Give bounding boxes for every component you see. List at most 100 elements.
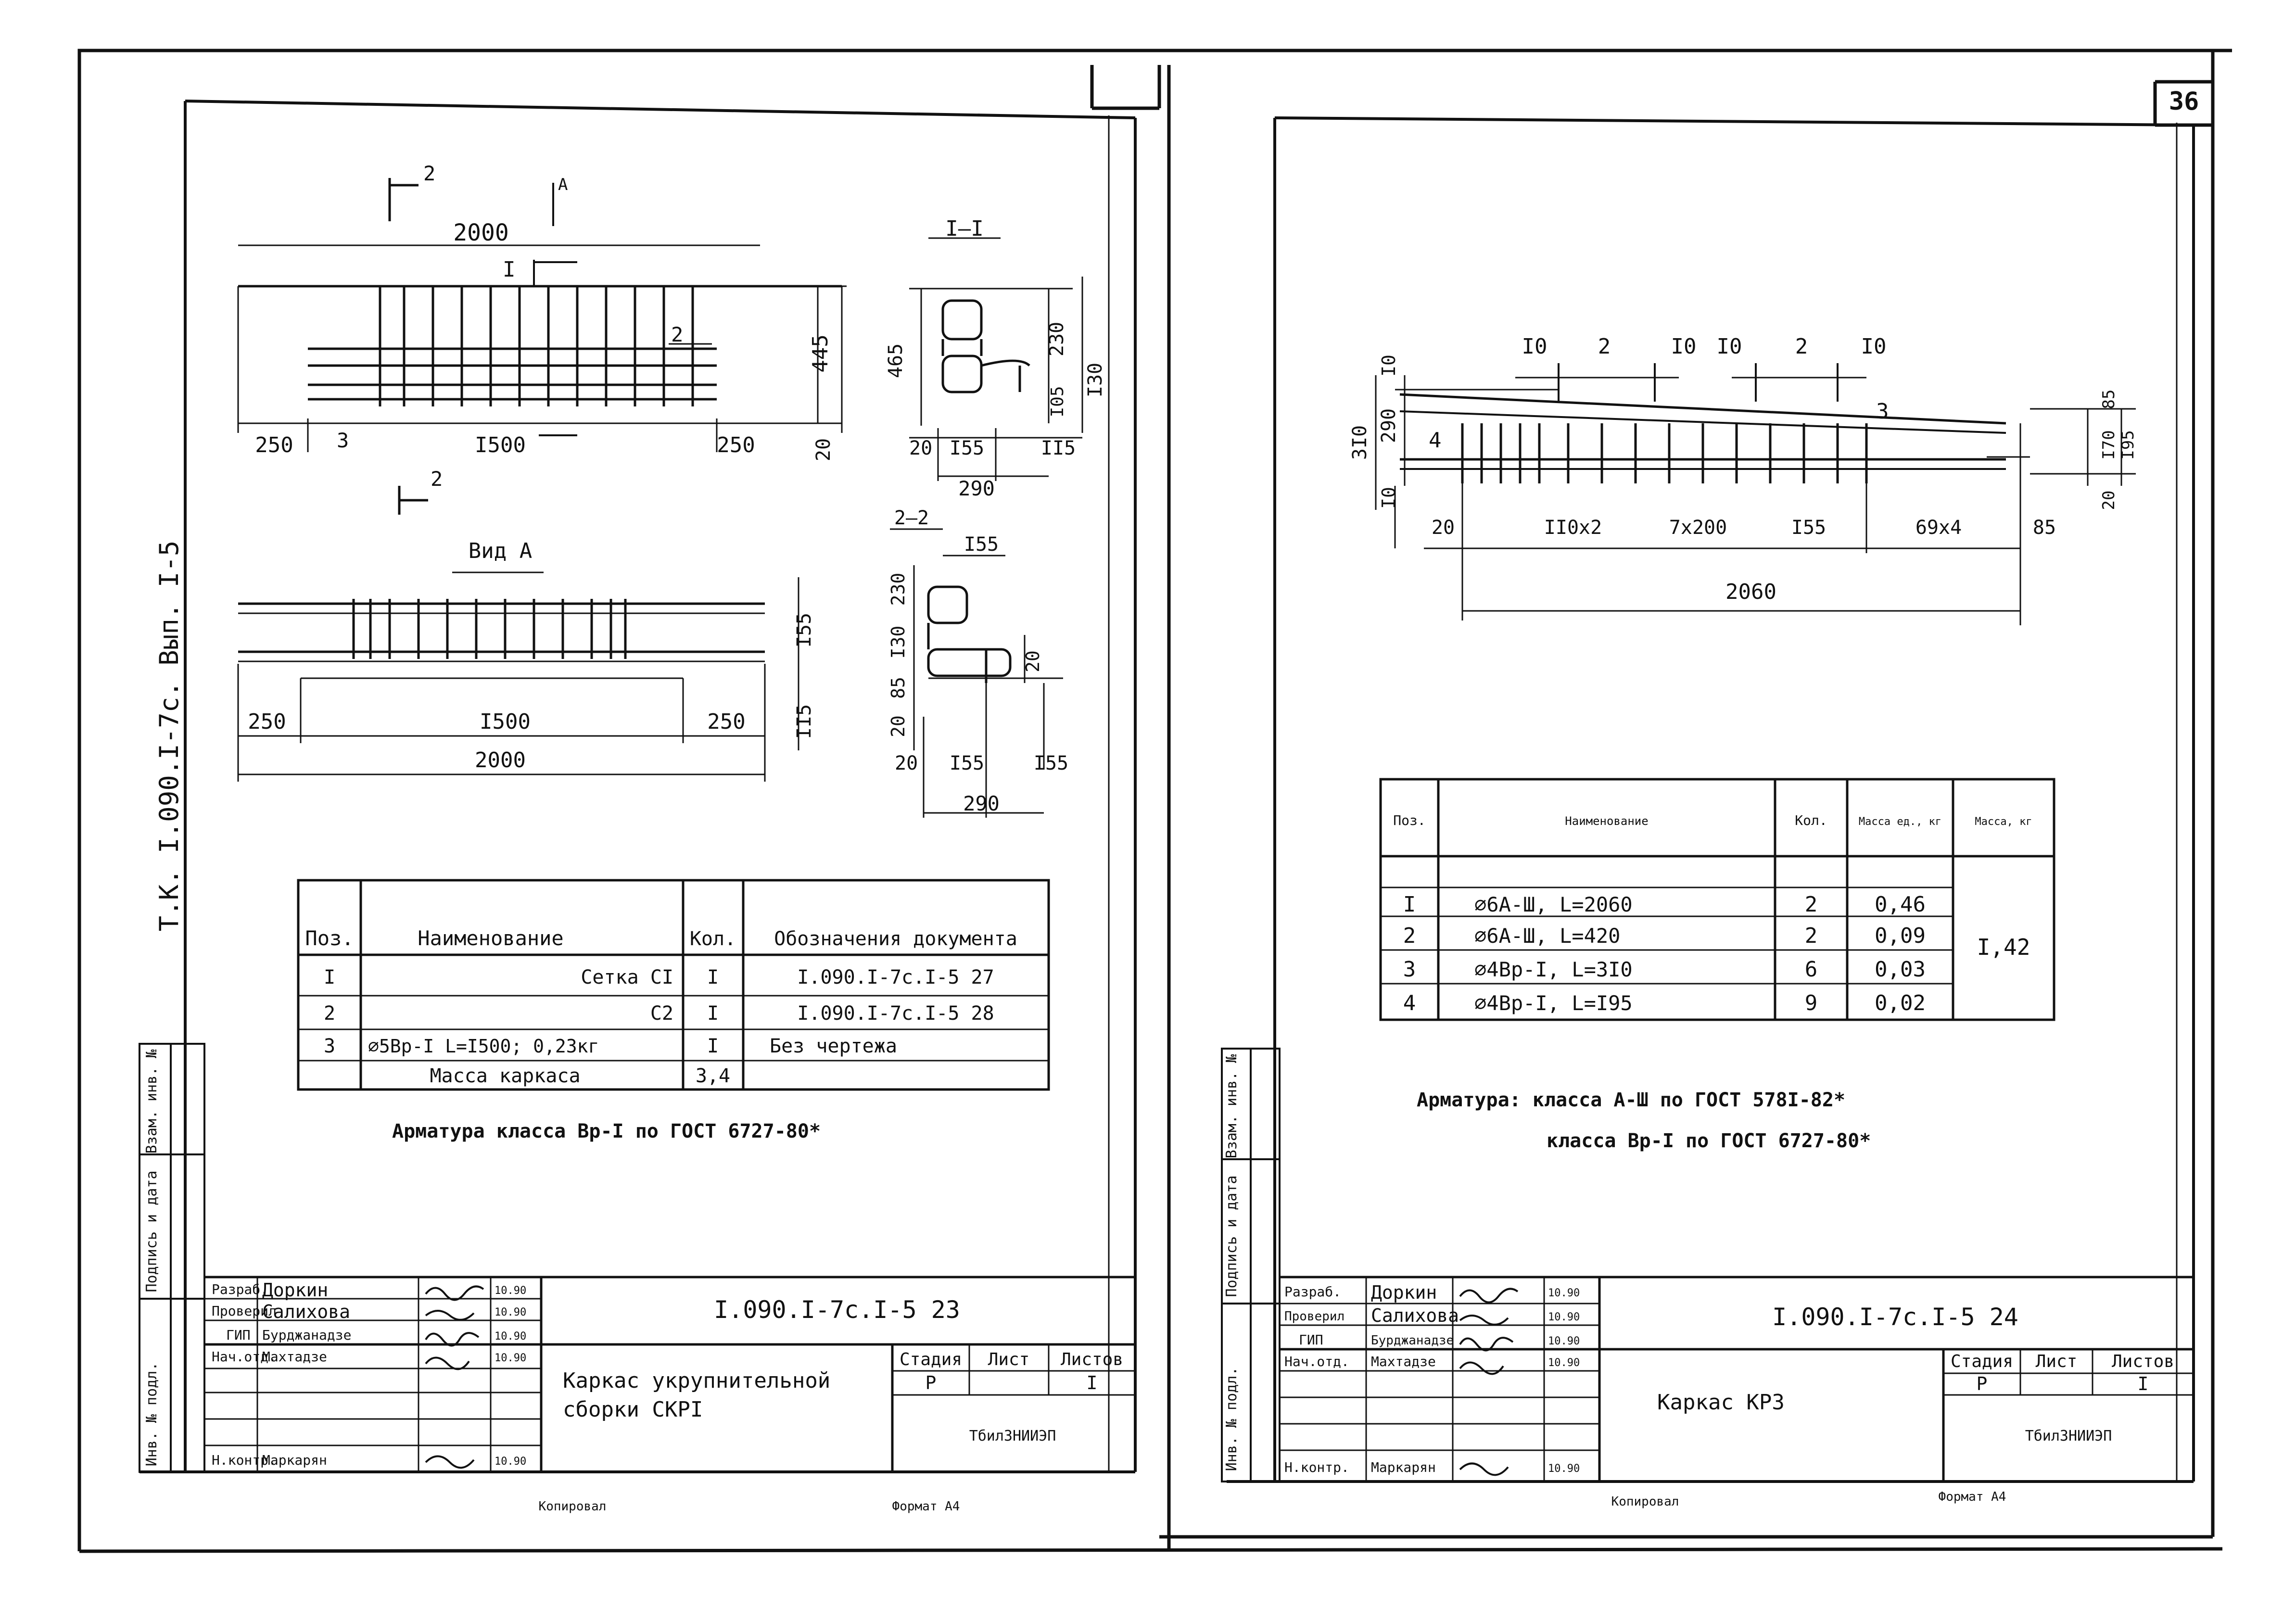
table-row: 4 ⌀4Вр-I, L=I95 9 0,02	[1403, 991, 1926, 1015]
dim-1500: I500	[475, 433, 526, 457]
spec-r-h-qty: Кол.	[1795, 812, 1827, 828]
svg-text:I.090.I-7с.I-5 28: I.090.I-7с.I-5 28	[797, 1002, 994, 1025]
spec-l-h-name: Наименование	[418, 926, 563, 950]
title-line2-left: сборки СКРI	[563, 1397, 703, 1422]
svg-text:6: 6	[1805, 957, 1818, 982]
s22-230: 230	[888, 573, 909, 606]
section-1-1	[909, 237, 1083, 481]
spec-table-right	[1379, 778, 2055, 1021]
signatures-left	[425, 1285, 484, 1469]
svg-text:2: 2	[1805, 892, 1818, 917]
table-row: I Сетка CI I I.090.I-7с.I-5 27	[324, 966, 994, 988]
kr3-r85: 85	[2099, 390, 2118, 409]
svg-text:Махтадзе: Махтадзе	[1371, 1354, 1436, 1369]
side-label-zam-r: Взам. инв. №	[1223, 1054, 1240, 1159]
total-mass: I,42	[1977, 934, 2030, 960]
svg-text:10.90: 10.90	[495, 1306, 526, 1318]
svg-text:ГИП: ГИП	[1299, 1332, 1323, 1348]
dim-250-a: 250	[255, 433, 293, 457]
table-row: 3 ⌀5Вр-I L=I500; 0,23кг I Без чертежа	[324, 1035, 897, 1057]
svg-text:9: 9	[1805, 991, 1818, 1015]
svg-text:10.90: 10.90	[1548, 1357, 1580, 1369]
s11-115: II5	[1041, 437, 1076, 459]
svg-text:10.90: 10.90	[1548, 1335, 1580, 1347]
org-right: ТбилЗНИИЭП	[2025, 1428, 2112, 1444]
spec-l-h-doc: Обозначения документа	[774, 928, 1017, 950]
svg-text:10.90: 10.90	[495, 1456, 526, 1468]
svg-text:Салихова: Салихова	[262, 1301, 350, 1322]
svg-text:4: 4	[1403, 991, 1416, 1015]
svg-text:0,03: 0,03	[1875, 957, 1926, 982]
svg-text:Махтадзе: Махтадзе	[262, 1349, 327, 1365]
svg-text:2: 2	[1403, 924, 1416, 948]
svg-text:10.90: 10.90	[1548, 1463, 1580, 1475]
view-a-arrow: А	[558, 175, 568, 194]
dim-250-b: 250	[717, 433, 755, 457]
table-row: Масса каркаса 3,4	[430, 1065, 730, 1087]
svg-text:Проверил: Проверил	[212, 1303, 277, 1319]
spec-r-h-pos: Поз.	[1393, 812, 1425, 828]
svg-text:Бурджанадзе: Бурджанадзе	[1371, 1333, 1454, 1348]
svg-text:⌀6А-Ш, L=420: ⌀6А-Ш, L=420	[1474, 924, 1620, 948]
svg-text:3: 3	[1403, 957, 1416, 982]
kr3-b85: 85	[2033, 517, 2056, 539]
svg-text:Проверил: Проверил	[1284, 1309, 1345, 1324]
spec-r-h-name: Наименование	[1565, 814, 1648, 828]
kr3-drawing	[1375, 363, 2136, 625]
kr3-b155: I55	[1791, 517, 1826, 539]
sheets-value-right: I	[2138, 1373, 2149, 1394]
kr3-310: 3I0	[1349, 425, 1371, 460]
table-row: 3 ⌀4Вр-I, L=3I0 6 0,03	[1403, 957, 1926, 982]
title-block-left	[204, 1276, 1135, 1472]
s22-155-b: I55	[1034, 752, 1068, 774]
spec-l-h-pos: Поз.	[305, 926, 354, 950]
sec11-title: I–I	[945, 216, 983, 241]
va-1500: I500	[480, 709, 531, 734]
s22-155-a: I55	[950, 752, 984, 774]
svg-text:Н.контр.: Н.контр.	[1284, 1459, 1349, 1475]
s11-465: 465	[885, 343, 907, 378]
title-block-rows-left: Разраб. Доркин 10.90 Проверил Салихова 1…	[212, 1279, 526, 1468]
side-label-inv: Инв. № подл.	[143, 1362, 160, 1467]
s22-155-top: I55	[964, 533, 999, 556]
table-row: I ⌀6А-Ш, L=2060 2 0,46	[1403, 892, 1926, 917]
title-block-right	[1280, 1276, 2194, 1482]
kr3-t2-a: 2	[1598, 334, 1611, 359]
sheets-header-left: Листов	[1061, 1350, 1123, 1369]
spec-l-h-qty: Кол.	[690, 928, 736, 950]
s22-290: 290	[963, 792, 1000, 815]
pos-3-mark: 3	[337, 429, 349, 452]
side-label-zam: Взам. инв. №	[143, 1050, 160, 1154]
svg-text:I: I	[707, 966, 719, 988]
left-elevation	[237, 178, 847, 515]
svg-text:I.090.I-7с.I-5 27: I.090.I-7с.I-5 27	[797, 966, 994, 988]
s11-20: 20	[909, 437, 932, 459]
s11-290: 290	[958, 477, 995, 500]
title-right: Каркас КР3	[1657, 1390, 1785, 1415]
svg-text:I: I	[707, 1002, 719, 1025]
svg-text:10.90: 10.90	[495, 1330, 526, 1342]
view-a	[237, 571, 799, 782]
s22-20-b: 20	[1022, 650, 1043, 672]
table-row: 2 C2 I I.090.I-7с.I-5 28	[324, 1002, 994, 1025]
outer-frame	[77, 49, 2232, 1553]
kr3-t2-b: 2	[1795, 334, 1808, 359]
section-2-2	[890, 528, 1063, 818]
side-stamp: Т.К. I.090.I-7с. Вып. I-5	[154, 541, 184, 932]
kr3-10-b: I0	[1378, 487, 1399, 509]
svg-text:⌀4Вр-I, L=I95: ⌀4Вр-I, L=I95	[1474, 991, 1633, 1015]
svg-text:10.90: 10.90	[1548, 1287, 1580, 1299]
svg-text:ГИП: ГИП	[226, 1327, 251, 1343]
section-2-bottom: 2	[431, 467, 443, 491]
stage-header-left: Стадия	[900, 1350, 962, 1369]
kr3-pos-4: 4	[1429, 428, 1442, 453]
section-2-top: 2	[423, 162, 435, 185]
svg-text:10.90: 10.90	[495, 1352, 526, 1364]
va-250-a: 250	[248, 709, 286, 734]
rebar-note-right-1: Арматура: класса А-Ш по ГОСТ 578I-82*	[1417, 1089, 1845, 1111]
kr3-b69x4: 69х4	[1915, 517, 1962, 539]
svg-text:2: 2	[1805, 924, 1818, 948]
s22-20-c: 20	[895, 752, 918, 774]
svg-text:10.90: 10.90	[1548, 1311, 1580, 1323]
